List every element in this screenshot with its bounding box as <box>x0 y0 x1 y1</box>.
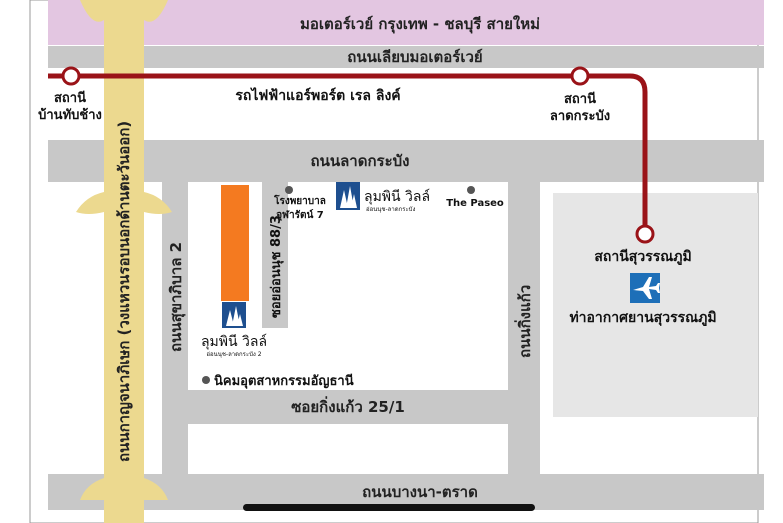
station-suvarnabhumi-label: สถานีสุวรรณภูมิ <box>594 249 691 265</box>
paseo-label: The Paseo <box>446 198 504 209</box>
sukhaphiban2-road <box>162 180 188 474</box>
bangna-trat-road-label: ถนนบางนา-ตราด <box>362 483 478 501</box>
motorway-label: มอเตอร์เวย์ กรุงเทพ - ชลบุรี สายใหม่ <box>300 15 540 34</box>
hospital-label-1: โรงพยาบาล <box>273 194 326 207</box>
station-ban-thap-chang-marker <box>61 66 81 86</box>
hospital-label-2: จุฬารัตน์ 7 <box>276 209 323 221</box>
industrial-estate-label: นิคมอุตสาหกรรมอัญธานี <box>214 373 354 389</box>
project-top-sub: อ่อนนุช-ลาดกระบัง <box>366 206 415 213</box>
airport-label: ท่าอากาศยานสุวรรณภูมิ <box>569 310 716 326</box>
project-logo-top: ลุมพินี วิลล์ อ่อนนุช-ลาดกระบัง <box>336 182 430 213</box>
sukhaphiban2-label: ถนนสุขาภิบาล 2 <box>167 242 186 352</box>
paseo-marker <box>467 186 475 194</box>
station-ban-thap-chang-label-2: บ้านทับช้าง <box>38 107 102 123</box>
frontage-road-label: ถนนเลียบมอเตอร์เวย์ <box>347 48 482 66</box>
station-lat-krabang-label-1: สถานี <box>564 91 596 107</box>
soi-kingkaeo-label: ซอยกิ่งแก้ว 25/1 <box>291 396 405 416</box>
hospital-marker <box>285 186 293 194</box>
soi-on-nut-label: ซอยอ่อนนุช 88/3 <box>269 215 284 318</box>
highway-interchange-bottom <box>80 478 168 500</box>
kanchanaphisek-highway <box>104 0 144 523</box>
airport-rail-link-line <box>48 73 648 234</box>
rail-line-label: รถไฟฟ้าแอร์พอร์ต เรล ลิงค์ <box>235 86 400 104</box>
project-bottom-name: ลุมพินี วิลล์ <box>201 333 267 350</box>
motorway-road <box>48 0 764 45</box>
soi-on-nut-road <box>262 180 288 328</box>
scroll-indicator[interactable] <box>243 504 535 511</box>
latkrabang-road-label: ถนนลาดกระบัง <box>311 152 410 170</box>
highway-interchange-top <box>80 0 168 22</box>
station-lat-krabang-label-2: ลาดกระบัง <box>550 109 610 124</box>
station-lat-krabang-marker <box>570 66 590 86</box>
project-top-name: ลุมพินี วิลล์ <box>364 188 430 205</box>
station-ban-thap-chang-label-1: สถานี <box>54 90 86 106</box>
frontage-road <box>48 46 764 68</box>
highway-interchange-mid <box>76 192 172 214</box>
kanchanaphisek-label: ถนนกาญจนาภิเษก (วงแหวนรอบนอกด้านตะวันออก… <box>115 121 133 462</box>
industrial-estate-marker <box>202 376 210 384</box>
soi-kingkaeo-road <box>162 390 540 424</box>
kingkaeo-road <box>508 180 540 474</box>
project-bottom-sub: อ่อนนุช-ลาดกระบัง 2 <box>206 351 261 358</box>
station-suvarnabhumi-marker <box>635 224 655 244</box>
airport-area <box>553 193 758 417</box>
project-building-highlight <box>221 185 249 301</box>
project-logo-bottom: ลุมพินี วิลล์ อ่อนนุช-ลาดกระบัง 2 <box>201 302 267 358</box>
kingkaeo-label: ถนนกิ่งแก้ว <box>514 285 534 358</box>
airplane-icon <box>630 273 660 303</box>
